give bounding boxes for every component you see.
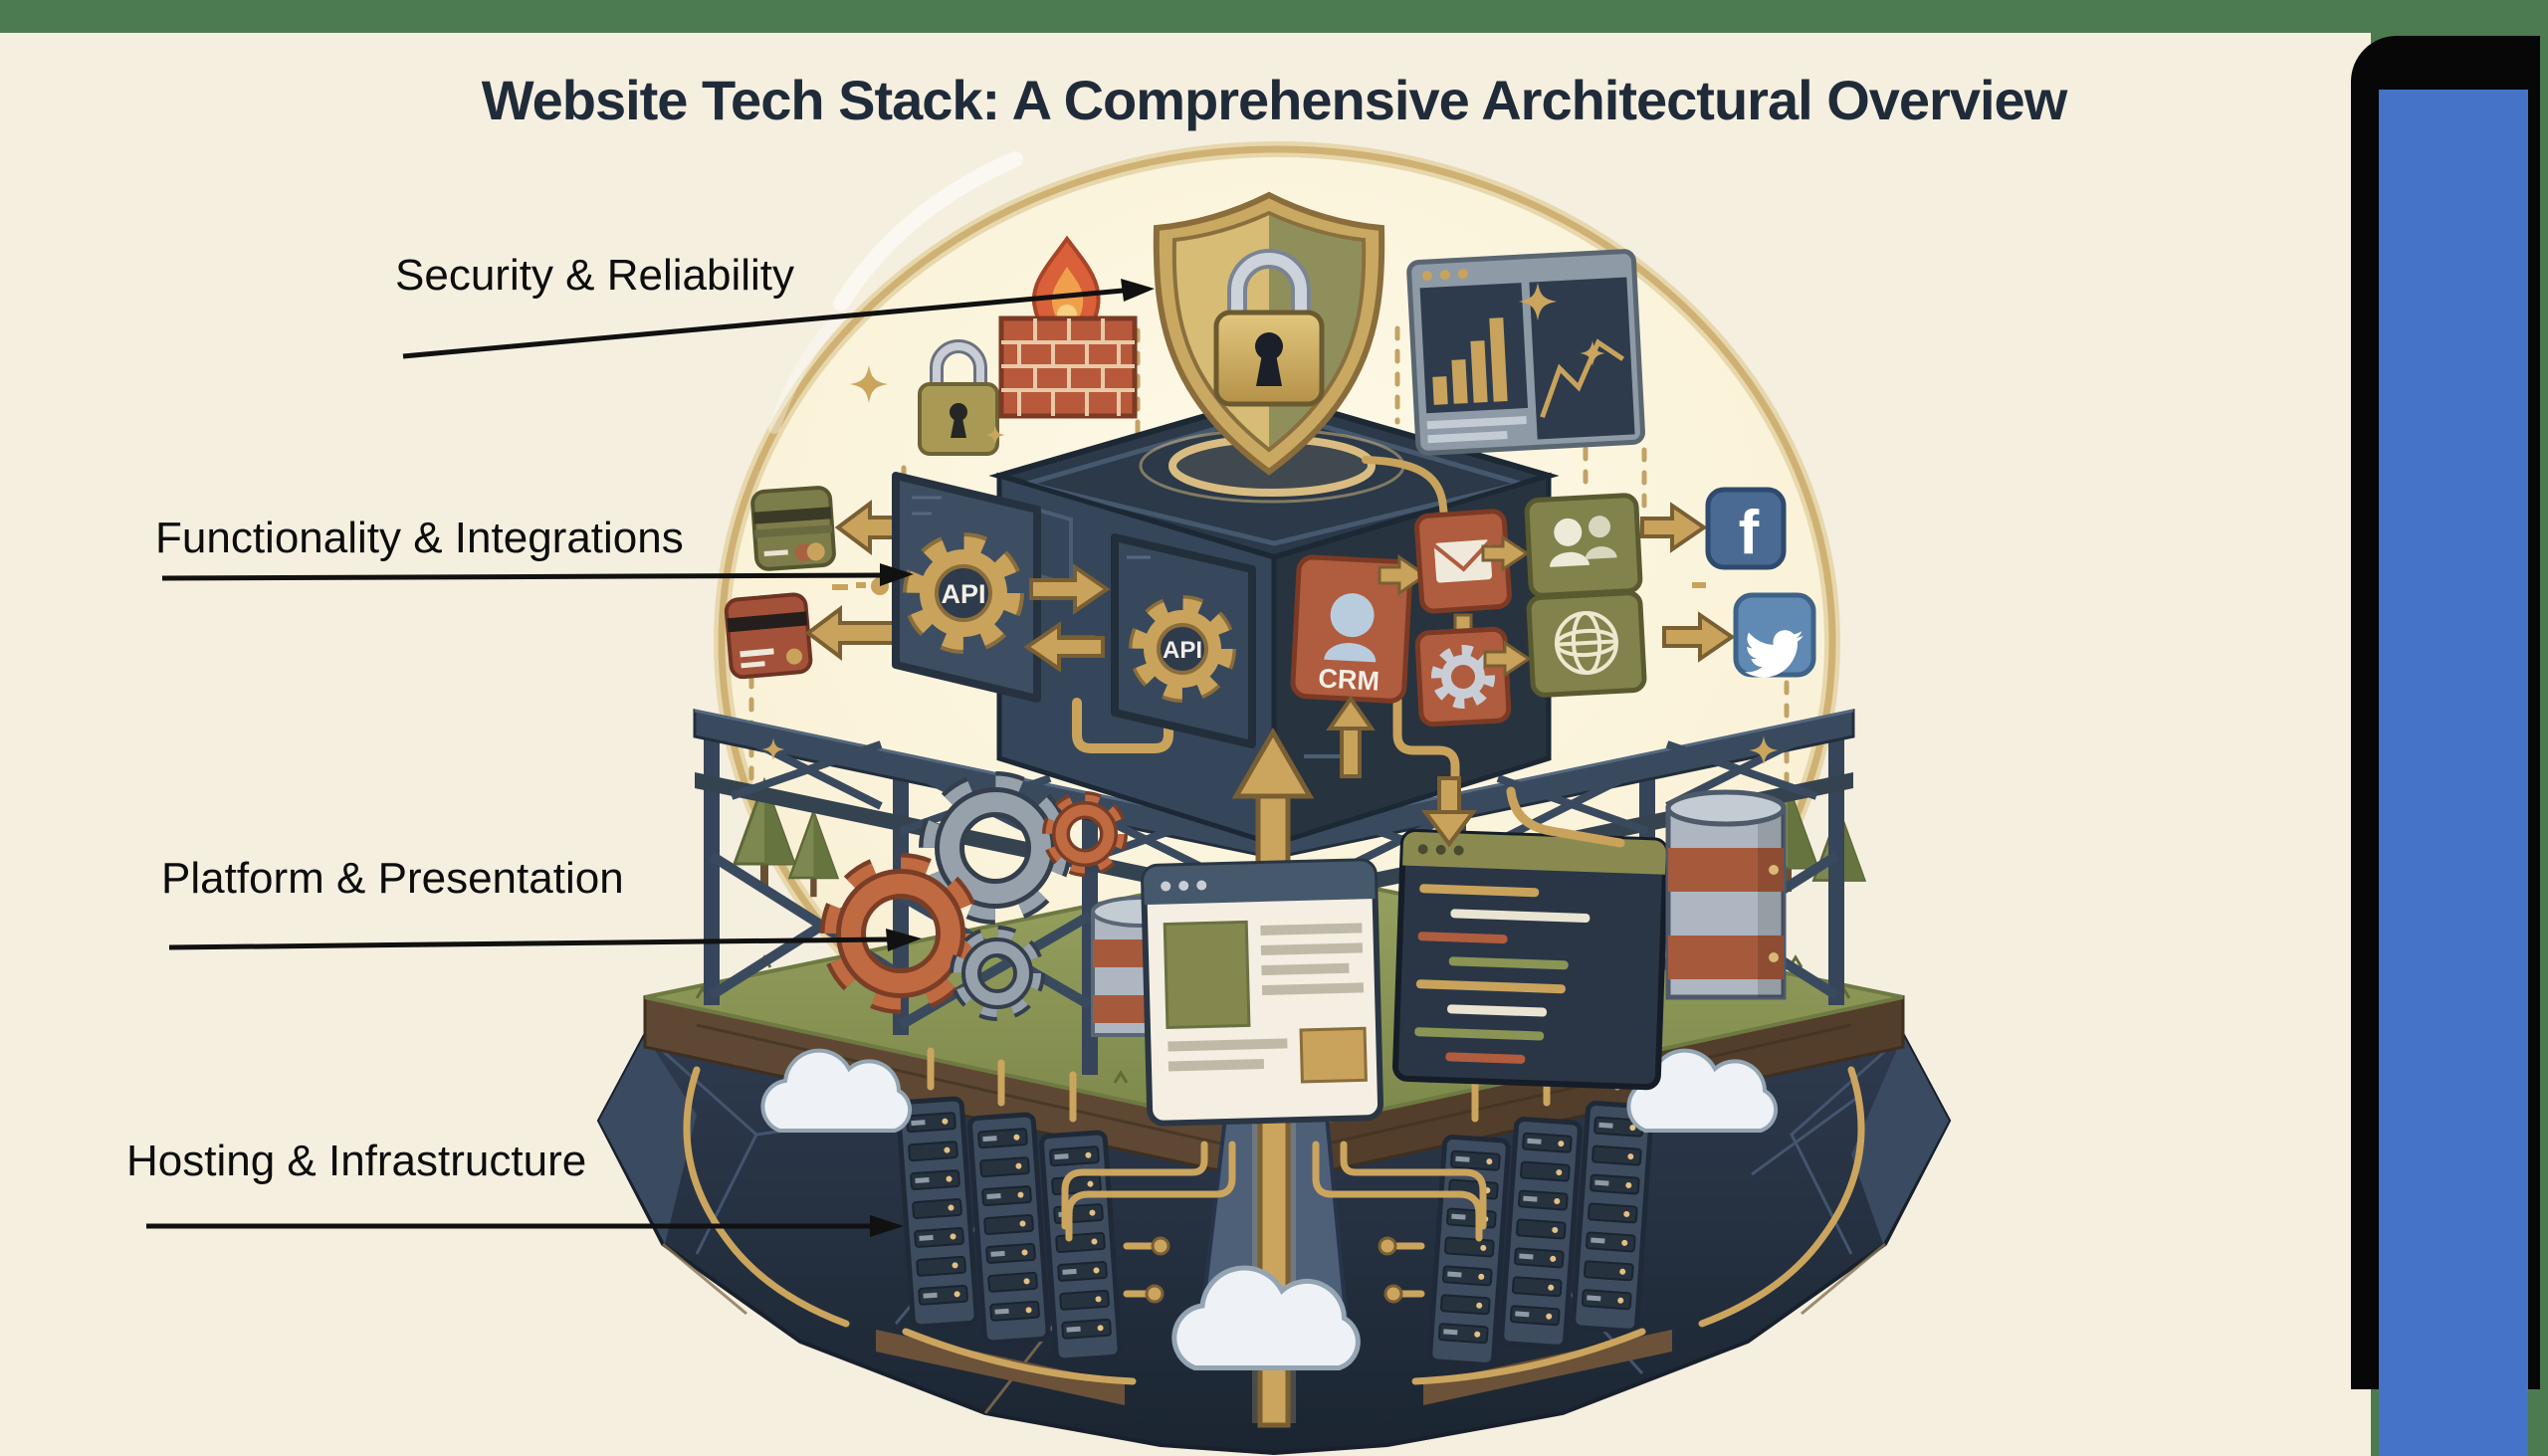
shield-icon xyxy=(1153,191,1385,476)
bar-chart-icon xyxy=(1432,317,1508,405)
label-connector-platform xyxy=(168,936,889,950)
line-chart-icon xyxy=(1540,338,1624,419)
cable-connectors xyxy=(1145,1236,1403,1304)
lock-icon xyxy=(1213,249,1325,407)
facebook-f-glyph: f xyxy=(1739,499,1760,567)
arrow-right-icon xyxy=(1481,534,1530,572)
label-connector-security xyxy=(402,288,1124,359)
up-arrow-icon xyxy=(1326,695,1376,778)
arrow-right-icon xyxy=(1378,554,1428,596)
firewall-icon xyxy=(998,235,1138,419)
label-arrowheads xyxy=(870,279,1155,1237)
desktop-top-strip xyxy=(0,0,2548,33)
server-rack-group-left xyxy=(876,1099,1125,1405)
slide-title: Website Tech Stack: A Comprehensive Arch… xyxy=(481,69,2068,131)
side-scrollbar-panel[interactable] xyxy=(2379,90,2528,1456)
label-connectors xyxy=(146,288,1124,1229)
api-label-2: API xyxy=(1163,637,1202,664)
contact-person-icon xyxy=(1330,593,1375,638)
database-stack-2 xyxy=(1665,789,1787,1000)
label-connector-functionality xyxy=(161,572,883,581)
credit-card-red xyxy=(724,592,813,680)
analytics-dashboard xyxy=(1406,249,1645,456)
arrow-right-icon xyxy=(1640,502,1708,553)
crm-label: CRM xyxy=(1318,663,1380,696)
label-hosting-infrastructure: Hosting & Infrastructure xyxy=(126,1137,587,1185)
server-rack-group-right xyxy=(1423,1103,1672,1405)
label-platform-presentation: Platform & Presentation xyxy=(161,854,624,903)
facebook-icon: f xyxy=(1705,487,1787,570)
gears-cluster xyxy=(820,771,1128,1021)
arrow-left-icon xyxy=(1023,621,1105,673)
api-panel-2: API xyxy=(1111,533,1256,748)
settings-gear-icon xyxy=(1414,626,1512,728)
credit-card-olive xyxy=(750,486,836,571)
twitter-icon xyxy=(1733,592,1816,678)
code-editor xyxy=(1392,828,1669,1091)
globe-icon xyxy=(1526,590,1647,698)
users-icon xyxy=(1524,493,1643,598)
down-arrow-icon xyxy=(1421,776,1477,848)
api-gear-icon xyxy=(1129,595,1236,703)
arrow-right-icon xyxy=(1483,640,1532,678)
arrow-right-icon xyxy=(1029,563,1111,615)
label-security-reliability: Security & Reliability xyxy=(395,251,795,300)
browser-window xyxy=(1141,858,1384,1127)
api-panel-1: API xyxy=(892,472,1041,703)
crm-panel: CRM xyxy=(1290,554,1413,704)
label-functionality-integrations: Functionality & Integrations xyxy=(155,514,684,562)
email-icon xyxy=(1414,509,1512,614)
api-gear-icon xyxy=(903,532,1024,654)
api-label-1: API xyxy=(941,579,985,609)
arrow-right-icon xyxy=(1662,611,1736,663)
